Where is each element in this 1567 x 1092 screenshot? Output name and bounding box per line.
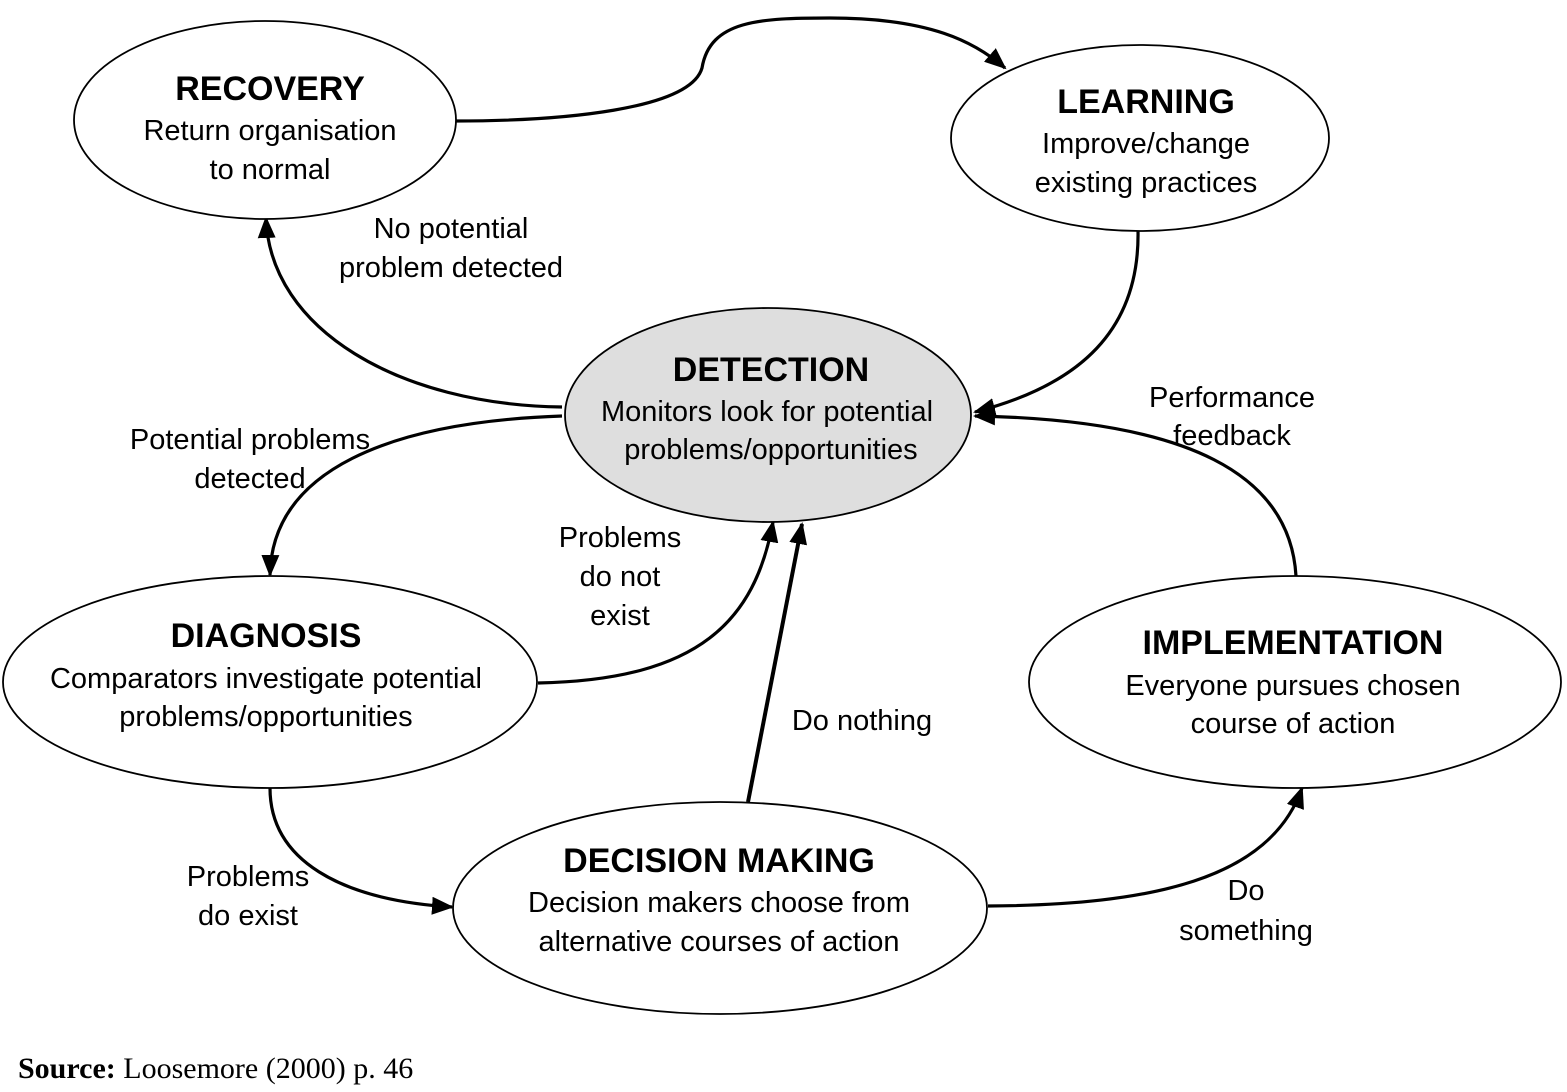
node-learning: LEARNING Improve/change existing practic… <box>950 44 1330 232</box>
recovery-line-2: to normal <box>210 154 331 186</box>
label-potential-problems-detected: Potential problems detected <box>130 424 370 495</box>
label-do-something-line-1: Do <box>1227 875 1264 907</box>
implementation-line-1: Everyone pursues chosen <box>1125 670 1460 702</box>
label-problems-do-not-exist: Problems do not exist <box>559 522 682 632</box>
label-not-exist-line-2: do not <box>580 561 661 593</box>
source-label: Source: <box>18 1052 116 1085</box>
node-implementation: IMPLEMENTATION Everyone pursues chosen c… <box>1028 575 1562 789</box>
edge-detection-to-diagnosis <box>261 414 563 577</box>
detection-line-2: problems/opportunities <box>624 434 917 466</box>
label-do-exist-line-1: Problems <box>187 861 310 893</box>
recovery-line-1: Return organisation <box>143 115 396 147</box>
label-no-potential-line-2: problem detected <box>339 252 563 284</box>
label-problems-do-exist: Problems do exist <box>187 861 310 932</box>
label-not-exist-line-1: Problems <box>559 522 682 554</box>
decision-making-line-2: alternative courses of action <box>538 926 899 958</box>
diagnosis-line-1: Comparators investigate potential <box>50 663 482 695</box>
detection-title: DETECTION <box>673 351 869 389</box>
label-do-nothing-line-1: Do nothing <box>792 705 932 737</box>
source-citation: Source: Loosemore (2000) p. 46 <box>18 1052 413 1086</box>
label-potential-line-2: detected <box>194 463 305 495</box>
edge-learning-to-detection <box>973 229 1140 416</box>
edge-recovery-to-learning <box>454 16 1007 123</box>
edge-decision-to-detection <box>746 522 808 803</box>
label-potential-line-1: Potential problems <box>130 424 370 456</box>
diagnosis-line-2: problems/opportunities <box>119 701 412 733</box>
decision-making-line-1: Decision makers choose from <box>528 887 910 919</box>
recovery-title: RECOVERY <box>175 70 365 108</box>
node-detection: DETECTION Monitors look for potential pr… <box>564 307 972 523</box>
source-text: Loosemore (2000) p. 46 <box>123 1052 414 1085</box>
node-decision-making: DECISION MAKING Decision makers choose f… <box>452 801 988 1015</box>
label-do-something-line-2: something <box>1179 915 1313 947</box>
edge-detection-to-recovery <box>257 216 563 409</box>
label-not-exist-line-3: exist <box>590 600 650 632</box>
label-do-nothing: Do nothing <box>792 705 932 737</box>
label-no-potential-line-1: No potential <box>374 213 529 245</box>
label-do-something: Do something <box>1179 875 1313 947</box>
detection-line-1: Monitors look for potential <box>601 396 933 428</box>
label-performance-line-1: Performance <box>1149 382 1315 414</box>
diagnosis-title: DIAGNOSIS <box>171 617 362 655</box>
label-do-exist-line-2: do exist <box>198 900 298 932</box>
implementation-line-2: course of action <box>1191 708 1396 740</box>
edge-diagnosis-to-decision <box>268 787 454 915</box>
learning-line-2: existing practices <box>1035 167 1257 199</box>
edge-diagnosis-to-detection <box>537 520 779 685</box>
implementation-title: IMPLEMENTATION <box>1143 624 1444 662</box>
label-no-potential-problem: No potential problem detected <box>339 213 563 284</box>
learning-title: LEARNING <box>1057 83 1235 121</box>
node-recovery: RECOVERY Return organisation to normal <box>73 20 457 220</box>
label-performance-feedback: Performance feedback <box>1149 382 1315 452</box>
edge-implementation-to-detection <box>973 407 1298 577</box>
learning-line-1: Improve/change <box>1042 128 1250 160</box>
label-performance-line-2: feedback <box>1173 420 1291 452</box>
decision-making-title: DECISION MAKING <box>563 842 875 880</box>
node-diagnosis: DIAGNOSIS Comparators investigate potent… <box>2 575 538 789</box>
edge-decision-to-implementation <box>987 786 1304 908</box>
